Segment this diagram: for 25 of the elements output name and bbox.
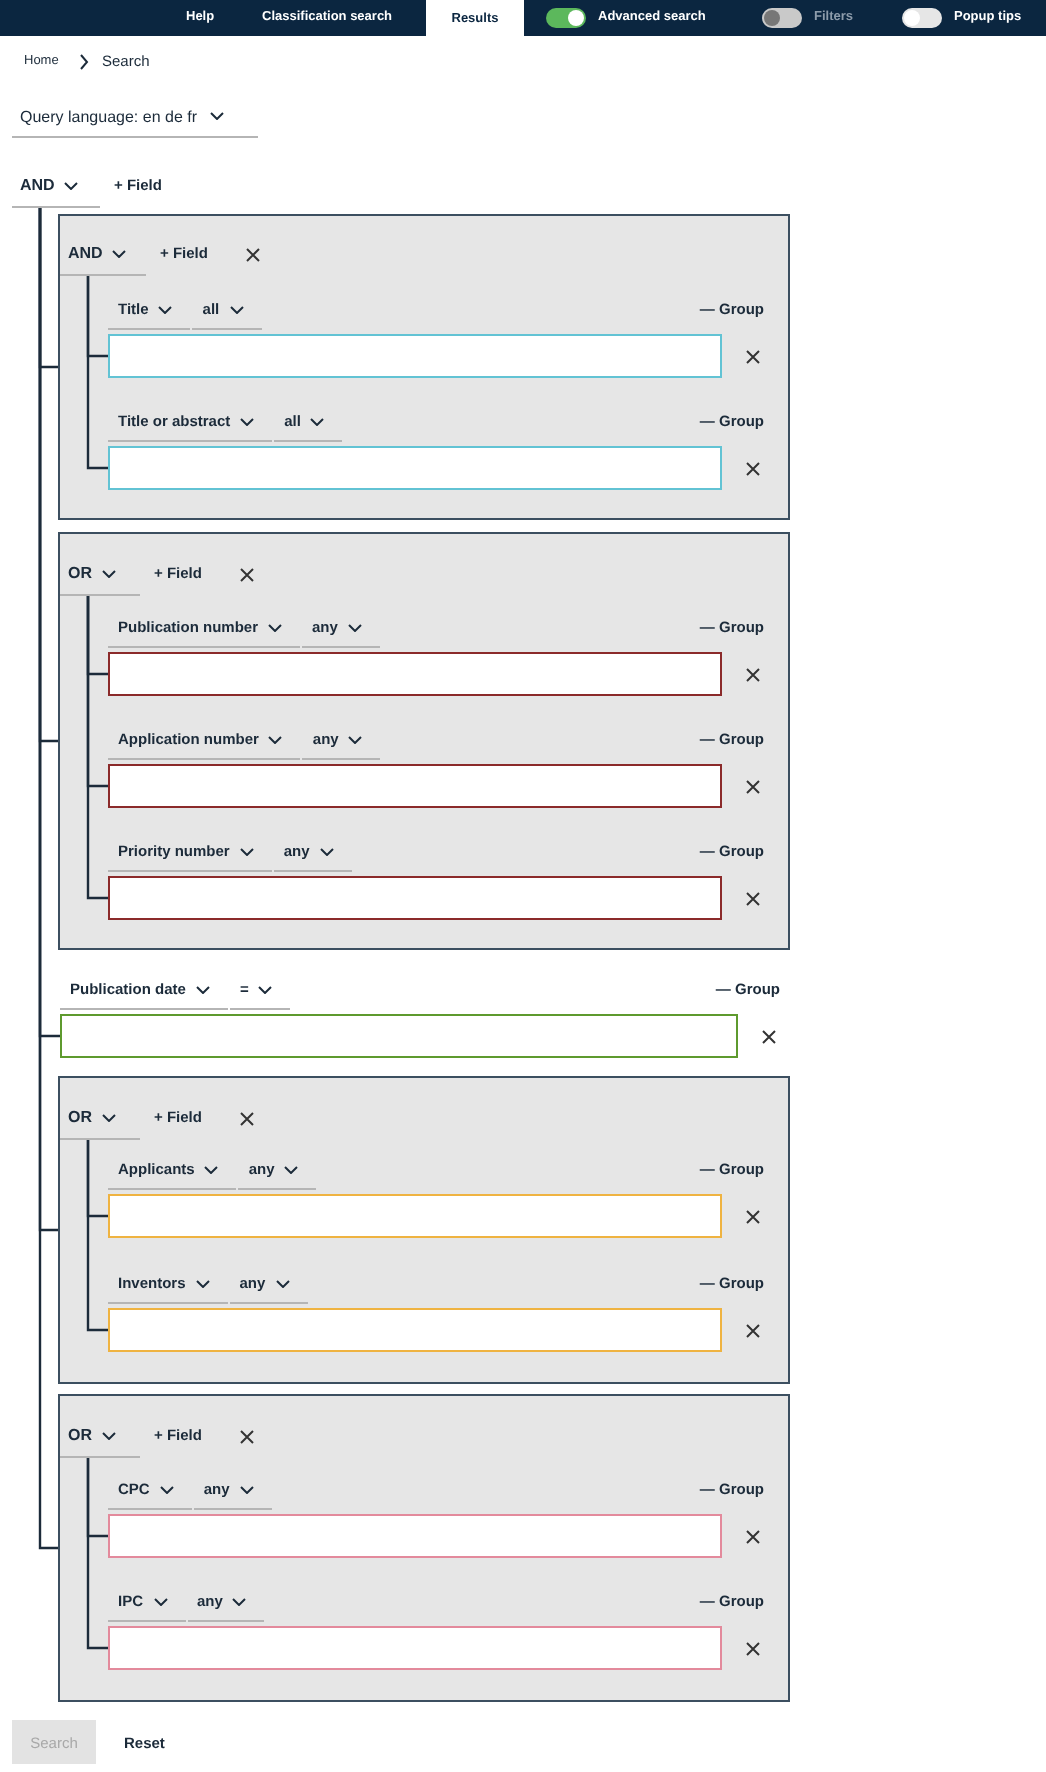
operator-select: OR xyxy=(60,1096,140,1140)
tree-connector xyxy=(86,1458,108,1650)
operator-select: AND xyxy=(12,164,100,208)
group-panel xyxy=(58,214,790,520)
group-panel xyxy=(58,532,790,950)
input-field xyxy=(60,1014,738,1058)
input-field xyxy=(108,1514,722,1558)
tree-connector xyxy=(86,1140,108,1332)
group-panel xyxy=(58,1076,790,1384)
operator-select: OR xyxy=(60,1414,140,1458)
input-field xyxy=(108,1194,722,1238)
input-field xyxy=(108,1626,722,1670)
input-field xyxy=(108,764,722,808)
tree-connector xyxy=(86,596,108,900)
language-select: Query language: en de fr xyxy=(12,96,258,138)
operator-select: AND xyxy=(60,232,146,276)
input-field xyxy=(108,652,722,696)
input-field xyxy=(108,876,722,920)
input-field xyxy=(108,334,722,378)
input-field xyxy=(108,446,722,490)
group-panel xyxy=(58,1394,790,1702)
tree-connector xyxy=(86,276,108,470)
input-field xyxy=(108,1308,722,1352)
tree-connector xyxy=(38,208,58,1550)
operator-select: OR xyxy=(60,552,140,596)
